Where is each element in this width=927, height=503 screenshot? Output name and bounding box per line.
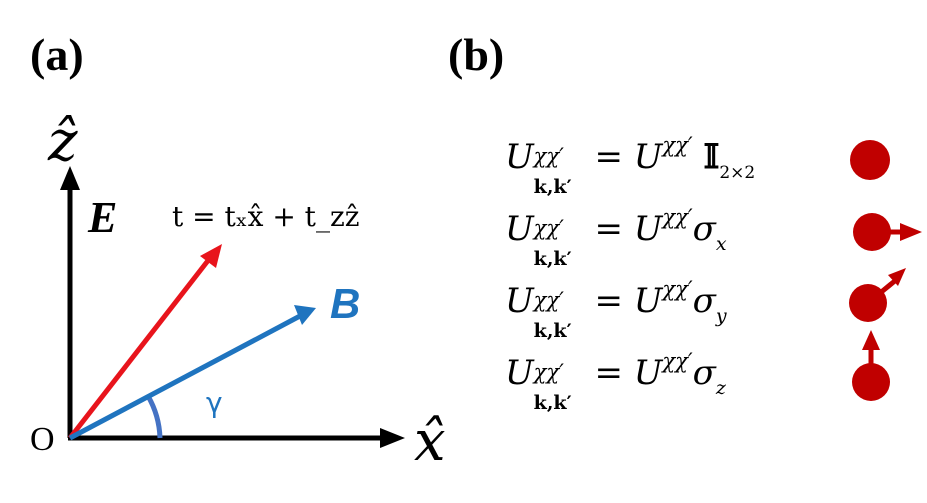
z-axis-label: ẑ xyxy=(47,109,78,174)
angle-arc xyxy=(145,394,163,439)
x-axis-label: x̂ xyxy=(414,409,446,474)
panel-a-label: (a) xyxy=(30,29,84,80)
spin-icon-identity xyxy=(850,140,890,180)
z-axis-arrowhead xyxy=(60,166,80,190)
t-vector-label: t = tₓx̂ + t_zẑ xyxy=(172,200,359,233)
panel-b-label: (b) xyxy=(448,29,505,80)
b-field-label: B xyxy=(330,280,360,327)
spin-icon-x xyxy=(853,213,922,251)
spin-icon-y xyxy=(849,268,906,322)
spin-icon-z xyxy=(852,330,890,401)
x-axis-arrowhead xyxy=(380,428,405,448)
b-vector xyxy=(68,313,302,441)
angle-gamma-label: γ xyxy=(206,386,223,419)
origin-label: O xyxy=(30,421,55,458)
t-vector-arrowhead xyxy=(200,244,222,268)
e-field-label: E xyxy=(87,193,117,242)
t-vector xyxy=(68,256,212,440)
b-vector-arrowhead xyxy=(294,305,316,325)
